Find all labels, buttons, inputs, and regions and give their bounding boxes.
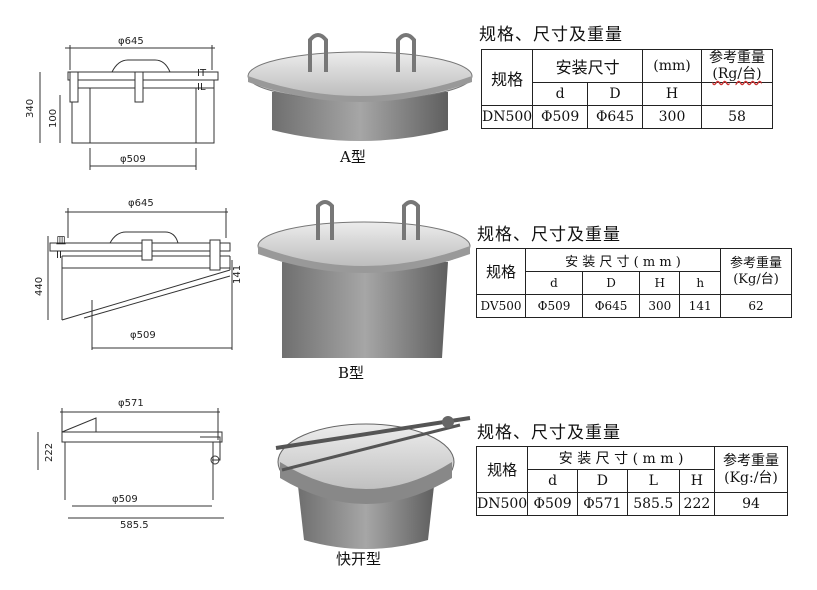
type-a-dim-top: φ645 [118, 36, 144, 47]
col-H: H [639, 271, 681, 295]
type-b-mark-2: II [56, 250, 62, 261]
type-a-section-drawing [39, 45, 219, 170]
type-a-photo [247, 33, 473, 141]
type-b-photo [257, 200, 471, 358]
type-c-spec-table: 规格 安 装 尺 寸 ( m m ) 参考重量 (Kg:/台) d D L H … [475, 446, 788, 516]
type-a-dim-bottom: φ509 [120, 154, 146, 165]
type-c-section-drawing [37, 408, 224, 519]
table-row: DN500 Φ509 Φ571 585.5 222 94 [475, 492, 788, 516]
type-b-title: 规格、尺寸及重量 [477, 225, 621, 245]
type-c-dim-bottom: φ509 [112, 494, 138, 505]
weight-header: 参考重量 (Kg/台) [720, 248, 792, 295]
weight-header: 参考重量 (Kg:/台) [714, 446, 788, 493]
spec-header: 规格 [476, 248, 526, 295]
col-D: D [582, 271, 641, 295]
type-b-spec-table: 规格 安 装 尺 寸 ( m m ) 参考重量 (Kg/台) d D H h D… [476, 248, 792, 318]
type-a-title: 规格、尺寸及重量 [479, 25, 623, 45]
type-c-title: 规格、尺寸及重量 [477, 423, 621, 443]
spec-header: 规格 [480, 49, 534, 106]
type-a-mark-2: IL [197, 82, 206, 93]
type-c-photo [275, 416, 471, 549]
col-h: h [679, 271, 721, 295]
type-c-dim-height: 222 [44, 443, 55, 462]
table-row: DV500 Φ509 Φ645 300 141 62 [476, 294, 792, 318]
type-b-dim-height: 440 [34, 277, 45, 296]
col-d: d [532, 82, 589, 106]
install-size-header: 安 装 尺 寸 ( m m ) [525, 248, 721, 272]
type-c-dim-length: 585.5 [120, 520, 149, 531]
unit-header: (mm) [642, 49, 702, 83]
type-c-caption: 快开型 [336, 550, 382, 568]
col-d: d [524, 271, 584, 295]
type-a-spec-table: 规格 安装尺寸 (mm) 参考重量 (Rg/台) d D H DN500 Φ50… [480, 49, 773, 129]
col-d: d [527, 469, 578, 493]
type-a-caption: A型 [340, 148, 366, 166]
col-D: D [576, 469, 628, 493]
col-L: L [626, 469, 680, 493]
type-c-dim-top: φ571 [118, 398, 144, 409]
type-a-dim-inner: 100 [48, 109, 59, 128]
type-a-mark-1: IT [197, 68, 207, 79]
type-b-dim-bottom: φ509 [130, 330, 156, 341]
install-size-header: 安 装 尺 寸 ( m m ) [527, 446, 715, 470]
install-size-header: 安装尺寸 [532, 49, 643, 83]
type-b-section-drawing [47, 208, 233, 350]
type-b-dim-top: φ645 [128, 198, 154, 209]
type-b-dim-side: 141 [232, 265, 243, 284]
col-H: H [642, 82, 702, 106]
type-b-caption: B型 [338, 364, 365, 382]
type-a-dim-height: 340 [25, 99, 36, 118]
table-row: DN500 Φ509 Φ645 300 58 [480, 105, 773, 129]
type-b-mark-1: 皿 [56, 236, 66, 247]
col-D: D [587, 82, 643, 106]
weight-header: 参考重量 (Rg/台) [701, 49, 773, 83]
spec-header: 规格 [475, 446, 529, 493]
col-H: H [678, 469, 716, 493]
